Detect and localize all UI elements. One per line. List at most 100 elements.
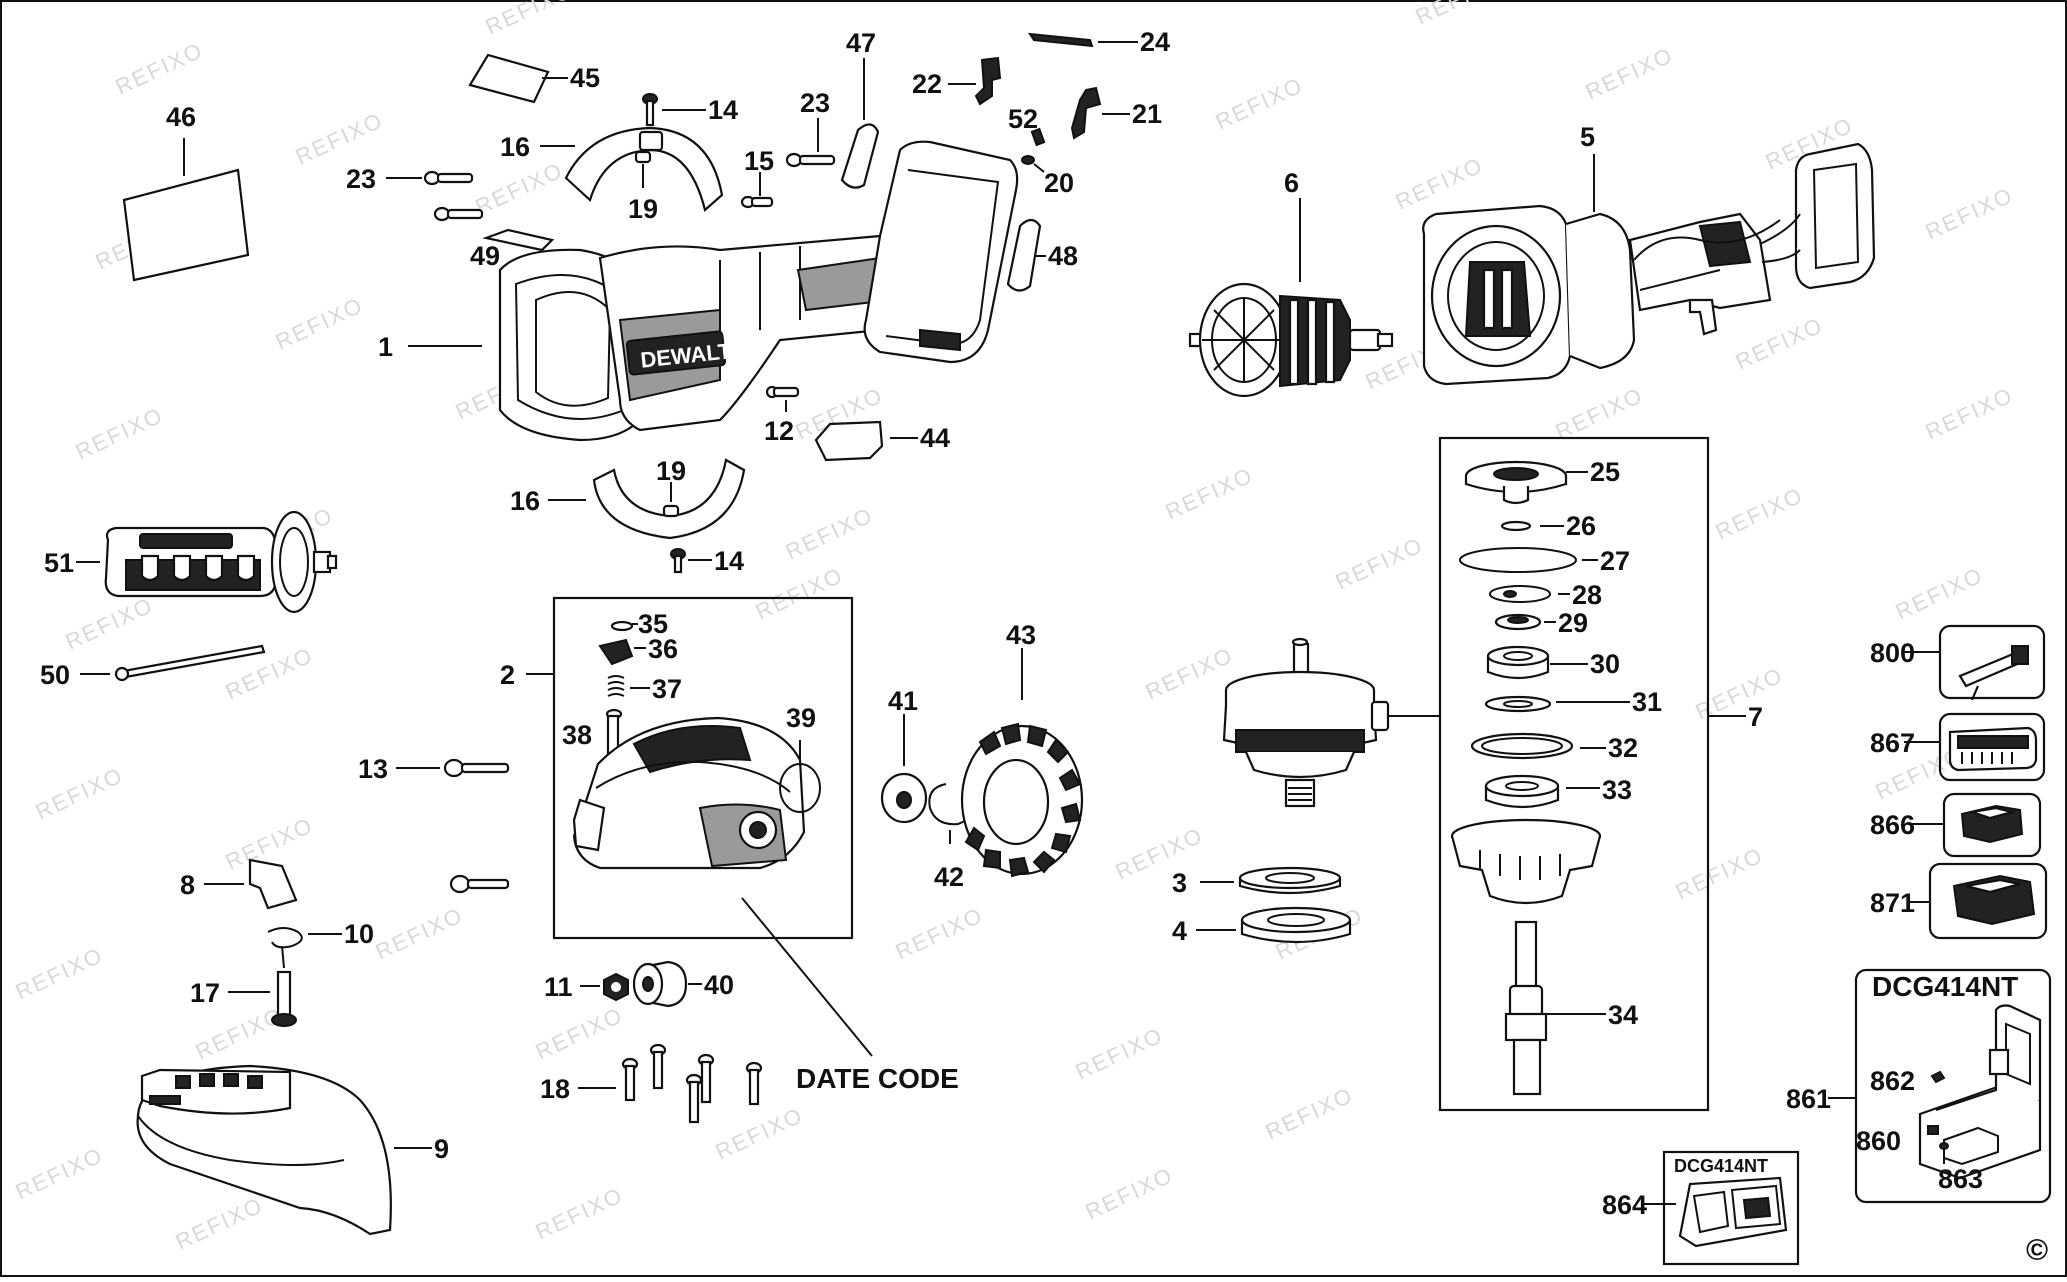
callout-4: 4 (1172, 916, 1187, 946)
part-16-brush-cover-top: 16 (500, 126, 724, 213)
part-1-motor-housing: DEWALT 1 (378, 140, 1019, 442)
callout-39: 39 (786, 703, 816, 733)
watermark: REFIXO (1212, 72, 1308, 134)
callout-7: 7 (1748, 702, 1763, 732)
part-18-screws: 18 (540, 1043, 763, 1124)
callout-11: 11 (544, 972, 573, 1002)
part-21-switch-actuator: 21 (1070, 86, 1162, 140)
watermark: REFIXO (1162, 462, 1258, 524)
callout-40: 40 (704, 970, 734, 1000)
part-14-screw-bottom: 14 (670, 546, 744, 576)
watermark: REFIXO (1082, 1162, 1178, 1224)
part-51-side-handle: 51 (44, 510, 338, 614)
watermark: REFIXO (1712, 482, 1808, 544)
callout-27: 27 (1600, 546, 1630, 576)
callout-29: 29 (1558, 608, 1588, 638)
watermark: REFIXO (1392, 152, 1488, 214)
part-19-clip-bottom: 19 (656, 456, 686, 518)
part-861-kit-box: DCG414NT 861 (1786, 968, 2052, 1204)
watermark: REFIXO (272, 292, 368, 354)
callout-44: 44 (920, 423, 950, 453)
gearbox-box (1438, 436, 1710, 1112)
watermark: REFIXO (112, 37, 208, 99)
watermark: REFIXO (532, 1182, 628, 1244)
watermark: REFIXO (1672, 842, 1768, 904)
callout-50: 50 (40, 660, 70, 690)
callout-47: 47 (846, 28, 876, 58)
callout-28: 28 (1572, 580, 1602, 610)
callout-37: 37 (652, 674, 682, 704)
kit-tray-title: DCG414NT (1674, 1156, 1768, 1176)
callout-860: 860 (1856, 1126, 1901, 1156)
watermark: REFIXO (1582, 42, 1678, 104)
part-43-fan: 43 (960, 620, 1084, 878)
callout-52: 52 (1008, 104, 1038, 134)
watermark: REFIXO (292, 107, 388, 169)
part-24-rod: 24 (1027, 27, 1170, 57)
watermark: REFIXO (782, 502, 878, 564)
callout-46: 46 (166, 102, 196, 132)
part-9-wheel-guard: 9 (136, 1064, 449, 1236)
watermark: REFIXO (172, 1192, 268, 1254)
watermark: REFIXO (372, 902, 468, 964)
callout-16-top: 16 (500, 132, 530, 162)
callout-864: 864 (1602, 1190, 1647, 1220)
callout-10: 10 (344, 919, 374, 949)
part-862-latch: 862 (1870, 1066, 1946, 1096)
part-13-screw-2 (449, 874, 510, 894)
callout-863: 863 (1938, 1164, 1983, 1194)
part-45-label: 45 (468, 53, 600, 104)
part-19-clip-top: 19 (628, 150, 658, 224)
part-16-brush-cover-bottom: 16 (510, 458, 746, 540)
part-22-switch-lever: 22 (912, 56, 1002, 106)
callout-6: 6 (1284, 168, 1299, 198)
watermark: REFIXO (1072, 1022, 1168, 1084)
watermark: REFIXO (1892, 562, 1988, 624)
callout-9: 9 (434, 1134, 449, 1164)
callout-21: 21 (1132, 99, 1162, 129)
date-code-label: DATE CODE (796, 1063, 959, 1094)
part-50-cable-tie: 50 (40, 644, 266, 690)
part-866-battery-small: 866 (1870, 792, 2042, 858)
part-864-kit-tray: DCG414NT 864 (1602, 1150, 1800, 1266)
watermark: REFIXO (72, 402, 168, 464)
callout-26: 26 (1566, 511, 1596, 541)
callout-15: 15 (744, 146, 774, 176)
callout-24: 24 (1140, 27, 1170, 57)
part-2-gear-case-group: 2 35 36 37 38 39 (500, 596, 873, 1057)
part-800-accessory: 800 (1870, 624, 2046, 701)
callout-12: 12 (764, 416, 794, 446)
part-44-label: 44 (814, 420, 950, 462)
watermark: REFIXO (62, 592, 158, 654)
callout-20: 20 (1044, 168, 1074, 198)
watermark: REFIXO (892, 902, 988, 964)
part-12-pin: 12 (764, 385, 800, 446)
callout-17: 17 (190, 978, 220, 1008)
part-23-screw-right: 23 (785, 88, 836, 168)
watermark: REFIXO (1332, 532, 1428, 594)
callout-800: 800 (1870, 638, 1915, 668)
part-17-bolt: 17 (190, 970, 297, 1027)
part-47-pad: 47 (840, 28, 880, 189)
watermark: REFIXO (1732, 312, 1828, 374)
watermark: REFIXO (192, 1002, 288, 1064)
callout-51: 51 (44, 548, 74, 578)
part-41-spacer: 41 (880, 686, 928, 824)
callout-862: 862 (1870, 1066, 1915, 1096)
watermark: REFIXO (712, 1102, 808, 1164)
callout-43: 43 (1006, 620, 1036, 650)
callout-30: 30 (1590, 649, 1620, 679)
part-13-screw: 13 (358, 754, 510, 784)
callout-23-left: 23 (346, 164, 376, 194)
part-23-screws-left: 23 (346, 164, 484, 222)
callout-41: 41 (888, 686, 918, 716)
part-20-pin: 20 (1021, 155, 1074, 198)
callout-49: 49 (470, 241, 500, 271)
watermark: REFIXO (752, 562, 848, 624)
part-8-lock-plate: 8 (180, 858, 298, 910)
part-40-bearing: 40 (632, 960, 734, 1008)
callout-1: 1 (378, 332, 393, 362)
callout-14-top: 14 (708, 95, 738, 125)
